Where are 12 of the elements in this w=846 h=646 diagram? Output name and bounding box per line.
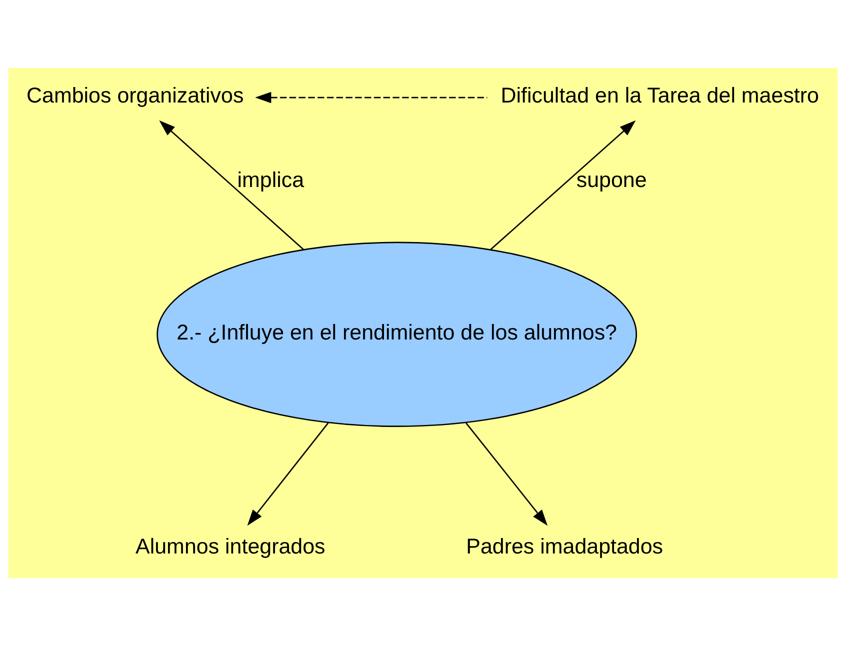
- edge-label: implica: [237, 168, 304, 192]
- arrow: [247, 422, 329, 526]
- node-text: Padres imadaptados: [466, 534, 664, 559]
- arrow: [490, 120, 636, 250]
- node-text: Cambios organizativos: [26, 84, 244, 108]
- arrow: [466, 422, 548, 526]
- node-ellipse: 2.- ¿Influye en el rendimiento de los alumnos?: [156, 242, 638, 427]
- node-text: Alumnos integrados: [136, 534, 326, 559]
- node-text: Dificultad en la Tarea del maestro: [500, 84, 819, 108]
- edge-label: supone: [576, 168, 647, 192]
- arrow: [159, 120, 304, 250]
- arrow: [255, 92, 488, 104]
